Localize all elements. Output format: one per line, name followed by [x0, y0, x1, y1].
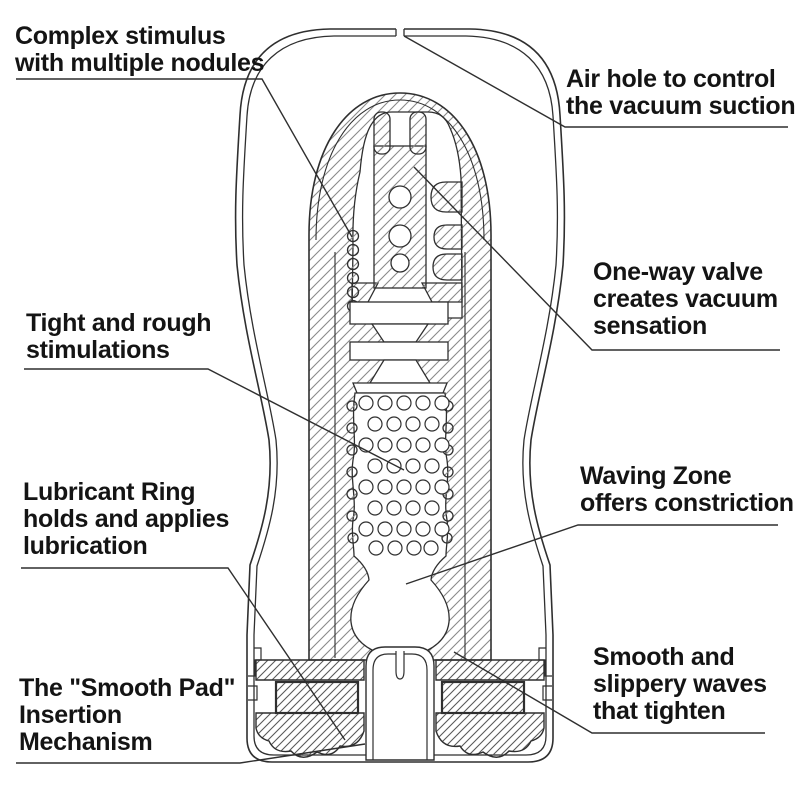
- nodule-chamber: [346, 111, 463, 319]
- one-way-valve-structure: [349, 301, 449, 394]
- valve-hole: [388, 185, 412, 209]
- label-air-hole: Air hole to control the vacuum suction: [566, 65, 796, 120]
- entry-channel: [365, 646, 435, 761]
- label-tight-rough: Tight and rough stimulations: [26, 309, 212, 364]
- label-waving-zone: Waving Zone offers constriction: [580, 462, 794, 517]
- smooth-pad: [255, 712, 365, 758]
- sleeve-cavity: [346, 392, 454, 655]
- label-smooth-waves: Smooth and slippery waves that tighten: [593, 643, 767, 725]
- leader-lines: [16, 35, 788, 764]
- finger-nodules: [430, 181, 463, 281]
- label-complex-stimulus: Complex stimulus with multiple nodules: [15, 22, 265, 77]
- label-smooth-pad: The "Smooth Pad" Insertion Mechanism: [19, 674, 236, 756]
- insertion-mechanism: [255, 646, 545, 761]
- dot-texture: [358, 395, 450, 556]
- valve-hole: [388, 224, 412, 248]
- lubricant-ring: [440, 680, 526, 715]
- crown-nodule: [373, 111, 427, 289]
- entry-slit: [395, 651, 405, 680]
- valve-hole: [390, 253, 410, 273]
- label-lubricant-ring: Lubricant Ring holds and applies lubrica…: [23, 478, 230, 560]
- smooth-pad: [435, 712, 545, 758]
- lubricant-ring: [274, 680, 360, 715]
- air-hole: [395, 29, 405, 36]
- label-one-way-valve: One-way valve creates vacuum sensation: [593, 258, 778, 340]
